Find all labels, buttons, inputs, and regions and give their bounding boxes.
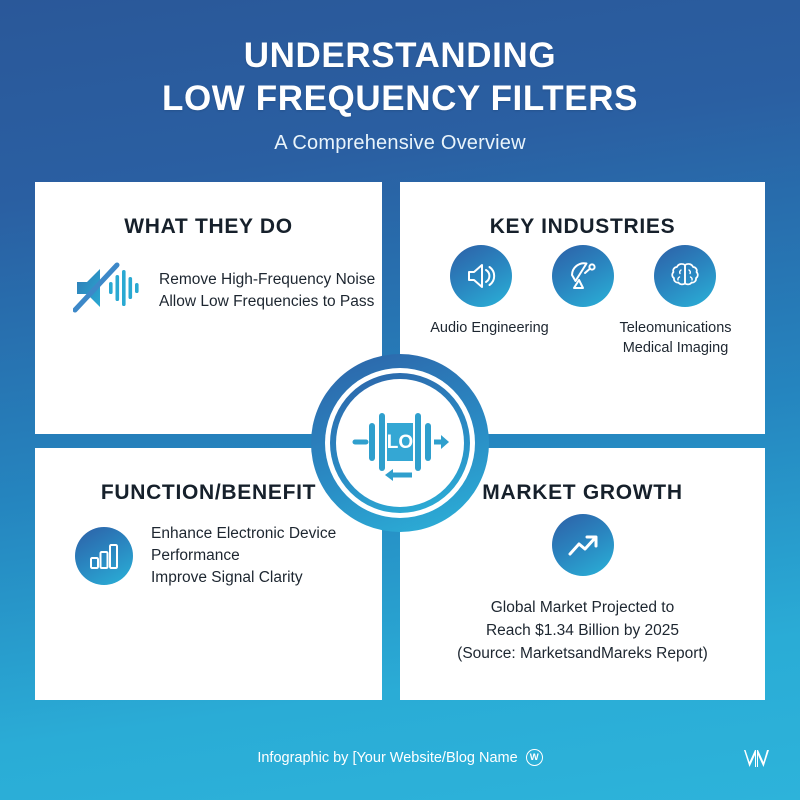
card-title-key-industries: KEY INDUSTRIES xyxy=(489,215,676,238)
function-benefit-line-2: Performance xyxy=(151,547,240,564)
brain-icon xyxy=(653,245,716,307)
poster-header: UNDERSTANDING LOW FREQUENCY FILTERS A Co… xyxy=(0,34,800,155)
key-industries-labels: Audio Engineering Teleomunications Medic… xyxy=(400,318,765,358)
badge-label: LO xyxy=(387,432,413,453)
industry-label-audio: Audio Engineering xyxy=(430,320,549,336)
bar-chart-icon xyxy=(75,527,133,585)
card-title-function-benefit: FUNCTION/BENEFIT xyxy=(100,481,317,504)
industry-label-medical-imaging: Medical Imaging xyxy=(622,340,729,356)
w-badge-icon: W xyxy=(525,749,543,766)
footer-credit: Infographic by [Your Website/Blog Name W xyxy=(0,749,800,766)
card-what-they-do: WHAT THEY DO xyxy=(35,182,382,434)
badge-center: LO xyxy=(336,379,464,507)
card-key-industries: KEY INDUSTRIES xyxy=(400,182,765,434)
what-they-do-content: Remove High-Frequency Noise Allow Low Fr… xyxy=(72,260,375,321)
market-growth-icon-wrap xyxy=(400,514,765,576)
page-title-line-2: LOW FREQUENCY FILTERS xyxy=(161,79,639,118)
satellite-dish-icon xyxy=(551,245,614,307)
what-they-do-line-2: Allow Low Frequencies to Pass xyxy=(159,292,375,310)
function-benefit-text: Enhance Electronic Device Performance Im… xyxy=(151,523,336,589)
key-industries-icons xyxy=(400,245,765,307)
function-benefit-line-1: Enhance Electronic Device xyxy=(151,525,337,542)
page-title-line-1: UNDERSTANDING xyxy=(243,36,557,75)
industry-label-telecom-medical: Teleomunications Medical Imaging xyxy=(601,318,751,358)
card-title-market-growth: MARKET GROWTH xyxy=(482,481,683,504)
market-growth-line-1: Global Market Projected to xyxy=(490,599,675,616)
market-growth-text: Global Market Projected to Reach $1.34 B… xyxy=(400,596,765,665)
what-they-do-text: Remove High-Frequency Noise Allow Low Fr… xyxy=(159,269,375,313)
function-benefit-line-3: Improve Signal Clarity xyxy=(151,569,303,586)
muted-speaker-waveform-icon xyxy=(72,260,145,321)
footer-text: Infographic by [Your Website/Blog Name xyxy=(257,749,518,766)
card-title-what-they-do: WHAT THEY DO xyxy=(124,215,293,238)
quadrant-grid: WHAT THEY DO xyxy=(35,182,765,700)
speaker-icon xyxy=(449,245,512,307)
market-growth-line-2: Reach $1.34 Billion by 2025 xyxy=(485,622,680,639)
low-pass-filter-icon: LO xyxy=(352,413,449,481)
market-growth-line-3: (Source: MarketsandMareks Report) xyxy=(457,645,708,662)
what-they-do-line-1: Remove High-Frequency Noise xyxy=(159,270,376,288)
function-benefit-content: Enhance Electronic Device Performance Im… xyxy=(75,523,336,589)
center-badge: LO xyxy=(311,354,489,532)
w-logo-icon xyxy=(736,738,776,778)
page-subtitle: A Comprehensive Overview xyxy=(274,132,526,154)
trending-up-icon xyxy=(551,514,614,576)
industry-label-telecom: Teleomunications xyxy=(619,320,732,336)
